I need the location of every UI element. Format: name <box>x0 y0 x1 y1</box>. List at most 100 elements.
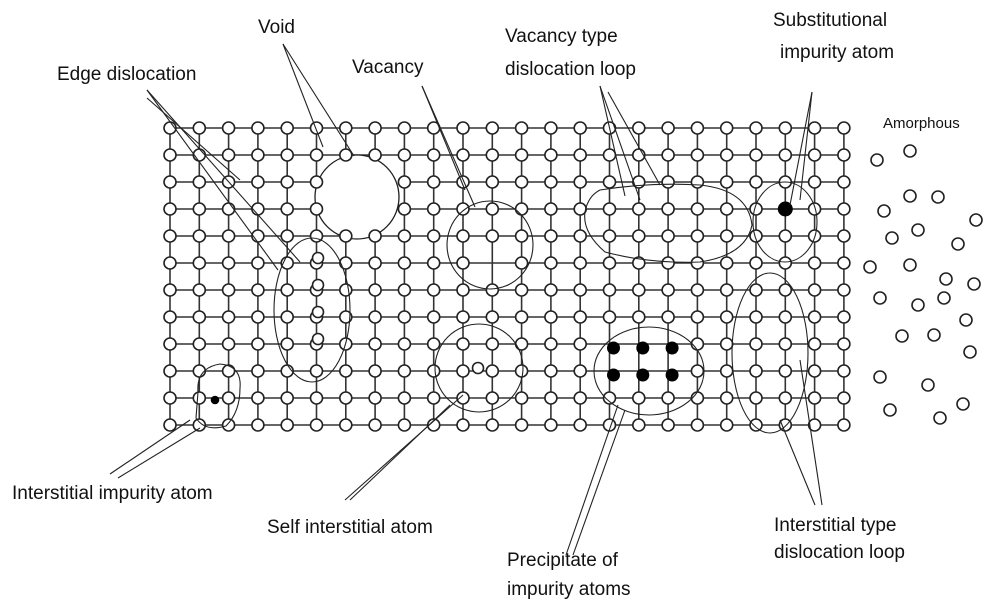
lattice-atom <box>516 257 528 269</box>
lattice-atom <box>633 203 645 215</box>
lattice-atom <box>574 122 586 134</box>
lattice-atom <box>369 419 381 431</box>
lattice-atom <box>398 311 410 323</box>
lattice-atom <box>516 176 528 188</box>
lattice-atom <box>457 230 469 242</box>
lattice-atom <box>545 203 557 215</box>
void-region <box>315 155 399 239</box>
lattice-atom <box>516 365 528 377</box>
lattice-atom <box>486 284 498 296</box>
lattice-atom <box>545 392 557 404</box>
lattice-atom <box>721 203 733 215</box>
lattice-atom <box>545 149 557 161</box>
lattice-atom <box>164 203 176 215</box>
lattice-atom <box>545 122 557 134</box>
lattice-atom <box>193 203 205 215</box>
lattice-atom <box>457 392 469 404</box>
lattice-atom <box>428 203 440 215</box>
lattice-atom <box>750 149 762 161</box>
lattice-atom <box>457 149 469 161</box>
amorphous-atom <box>864 261 876 273</box>
lattice-atom <box>340 122 352 134</box>
lattice-atom <box>428 257 440 269</box>
amorphous-atom <box>878 205 890 217</box>
lattice-atom <box>604 284 616 296</box>
lattice-atom <box>164 365 176 377</box>
label-vacancy: Vacancy <box>352 57 424 78</box>
lattice-atom <box>838 338 850 350</box>
lattice-atom <box>340 149 352 161</box>
amorphous-atom <box>960 314 972 326</box>
lattice-atom <box>311 176 323 188</box>
amorphous-atom <box>886 232 898 244</box>
lattice-atom <box>574 365 586 377</box>
lattice-atom <box>457 122 469 134</box>
lattice-atom <box>516 122 528 134</box>
lattice-bonds <box>170 128 844 425</box>
lattice-atom <box>281 149 293 161</box>
lattice-atom <box>809 338 821 350</box>
lattice-atom <box>809 122 821 134</box>
lattice-atom <box>193 176 205 188</box>
label-self-interstitial: Self interstitial atom <box>267 517 433 538</box>
precipitate-atom <box>608 369 620 381</box>
lattice-atom <box>604 230 616 242</box>
lattice-atom <box>750 338 762 350</box>
lattice-atom <box>164 311 176 323</box>
amorphous-atom <box>884 404 896 416</box>
lattice-atom <box>252 311 264 323</box>
lattice-atom <box>633 284 645 296</box>
lattice-atom <box>838 122 850 134</box>
lattice-atom <box>223 419 235 431</box>
lattice-atom <box>604 257 616 269</box>
lattice-atom <box>809 176 821 188</box>
lattice-atom <box>516 284 528 296</box>
lattice-atom <box>838 284 850 296</box>
lattice-atom <box>311 392 323 404</box>
lattice-atom <box>838 230 850 242</box>
lattice-atom <box>223 311 235 323</box>
precipitate-atom <box>637 369 649 381</box>
lattice-atom <box>604 176 616 188</box>
lattice-atom <box>252 176 264 188</box>
lattice-atom <box>633 392 645 404</box>
lattice-atom <box>809 203 821 215</box>
amorphous-atom <box>957 398 969 410</box>
lattice-atom <box>428 176 440 188</box>
lattice-atom <box>604 149 616 161</box>
lattice-atom <box>691 257 703 269</box>
lattice-atom <box>193 284 205 296</box>
lattice-atom <box>428 311 440 323</box>
amorphous-atom <box>874 292 886 304</box>
lattice-atom <box>721 122 733 134</box>
lattice-atom <box>369 257 381 269</box>
lattice-atom <box>398 338 410 350</box>
lattice-atom <box>223 392 235 404</box>
amorphous-atoms <box>864 145 982 424</box>
lattice-atom <box>457 419 469 431</box>
lattice-atom <box>281 392 293 404</box>
precipitate-atom <box>666 342 678 354</box>
lattice-atom <box>457 284 469 296</box>
lattice-atom <box>340 230 352 242</box>
lattice-atom <box>633 230 645 242</box>
lattice-atom <box>545 419 557 431</box>
amorphous-atom <box>922 379 934 391</box>
lattice-atom <box>428 230 440 242</box>
lattice-atom <box>252 257 264 269</box>
lattice-atom <box>516 203 528 215</box>
lattice-atom <box>838 311 850 323</box>
label-edge-dislocation: Edge dislocation <box>57 64 196 85</box>
lattice-atom <box>633 122 645 134</box>
lattice-atom <box>779 149 791 161</box>
lattice-atom <box>662 203 674 215</box>
lattice-atom <box>193 122 205 134</box>
lattice-atom <box>750 311 762 323</box>
lattice-atom <box>545 257 557 269</box>
label-substitutional-1: Substitutional <box>773 10 887 31</box>
lattice-atom <box>691 419 703 431</box>
lattice-atom <box>779 122 791 134</box>
lattice-atom <box>398 122 410 134</box>
amorphous-atom <box>932 191 944 203</box>
lattice-atom <box>721 365 733 377</box>
